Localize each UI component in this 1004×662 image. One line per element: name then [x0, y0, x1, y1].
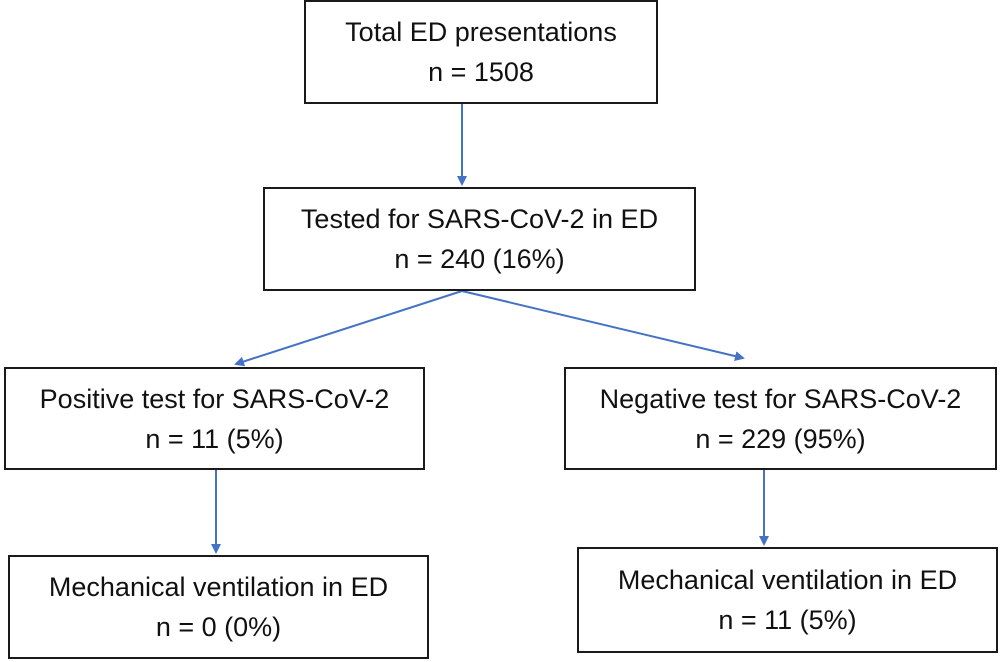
- node-label: Mechanical ventilation in ED: [48, 572, 389, 602]
- node-total-ed-presentations: Total ED presentations n = 1508: [304, 0, 658, 104]
- node-label: Tested for SARS-CoV-2 in ED: [300, 204, 659, 234]
- node-count: n = 11 (5%): [145, 423, 284, 454]
- node-label: Negative test for SARS-CoV-2: [599, 383, 962, 414]
- node-label: Positive test for SARS-CoV-2: [39, 383, 390, 414]
- node-count: n = 240 (16%): [394, 244, 565, 274]
- node-count: n = 1508: [428, 57, 534, 87]
- node-label: Total ED presentations: [345, 17, 617, 47]
- node-mechanical-ventilation-positive: Mechanical ventilation in ED n = 0 (0%): [8, 555, 429, 659]
- node-mechanical-ventilation-negative: Mechanical ventilation in ED n = 11 (5%): [577, 547, 998, 653]
- arrow-tested-to-negative: [461, 290, 745, 362]
- node-positive-test: Positive test for SARS-CoV-2 n = 11 (5%): [4, 367, 425, 470]
- node-tested: Tested for SARS-CoV-2 in ED n = 240 (16%…: [263, 187, 696, 291]
- node-count: n = 229 (95%): [695, 423, 866, 454]
- node-negative-test: Negative test for SARS-CoV-2 n = 229 (95…: [564, 367, 997, 470]
- node-count: n = 11 (5%): [718, 605, 857, 635]
- node-label: Mechanical ventilation in ED: [617, 565, 958, 595]
- node-count: n = 0 (0%): [155, 612, 282, 642]
- arrow-tested-to-positive: [234, 290, 463, 367]
